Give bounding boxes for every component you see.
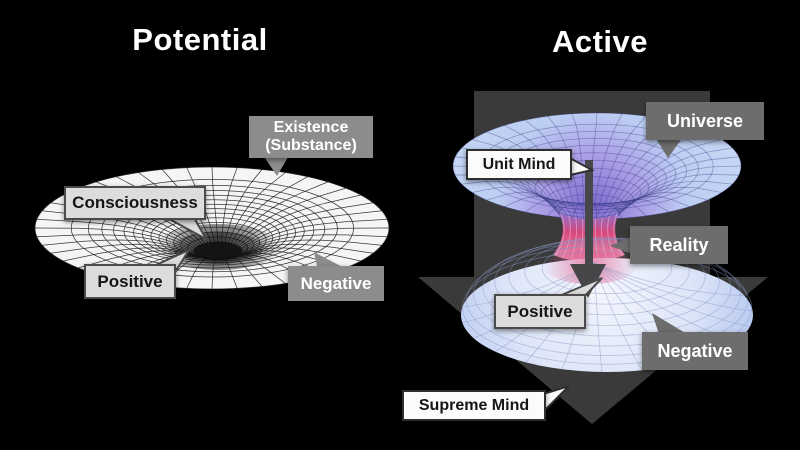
callout-positive-active: Positive: [494, 294, 586, 329]
callout-supreme-mind: Supreme Mind: [402, 390, 546, 421]
reality-label: Reality: [649, 234, 709, 255]
negative-right-label: Negative: [657, 340, 733, 361]
negative-left-label: Negative: [300, 273, 372, 293]
potential-title: Potential: [132, 22, 268, 57]
callout-unit-mind: Unit Mind: [466, 149, 572, 180]
positive-left-label: Positive: [97, 271, 163, 291]
callout-reality: Reality: [630, 226, 728, 264]
callout-positive-potential: Positive: [84, 264, 176, 299]
callout-negative-active: Negative: [642, 332, 748, 370]
existence-line2: (Substance): [265, 137, 357, 154]
unit-mind-label: Unit Mind: [482, 155, 556, 173]
callout-negative-potential: Negative: [288, 266, 384, 301]
callout-existence-substance: Existence (Substance): [249, 116, 373, 158]
consciousness-label: Consciousness: [72, 193, 198, 213]
positive-right-label: Positive: [507, 301, 573, 321]
universe-label: Universe: [666, 110, 744, 131]
callout-universe: Universe: [646, 102, 764, 140]
callout-consciousness: Consciousness: [64, 186, 206, 220]
active-title: Active: [551, 24, 649, 59]
existence-line1: Existence: [273, 119, 349, 137]
supreme-mind-label: Supreme Mind: [418, 396, 530, 414]
